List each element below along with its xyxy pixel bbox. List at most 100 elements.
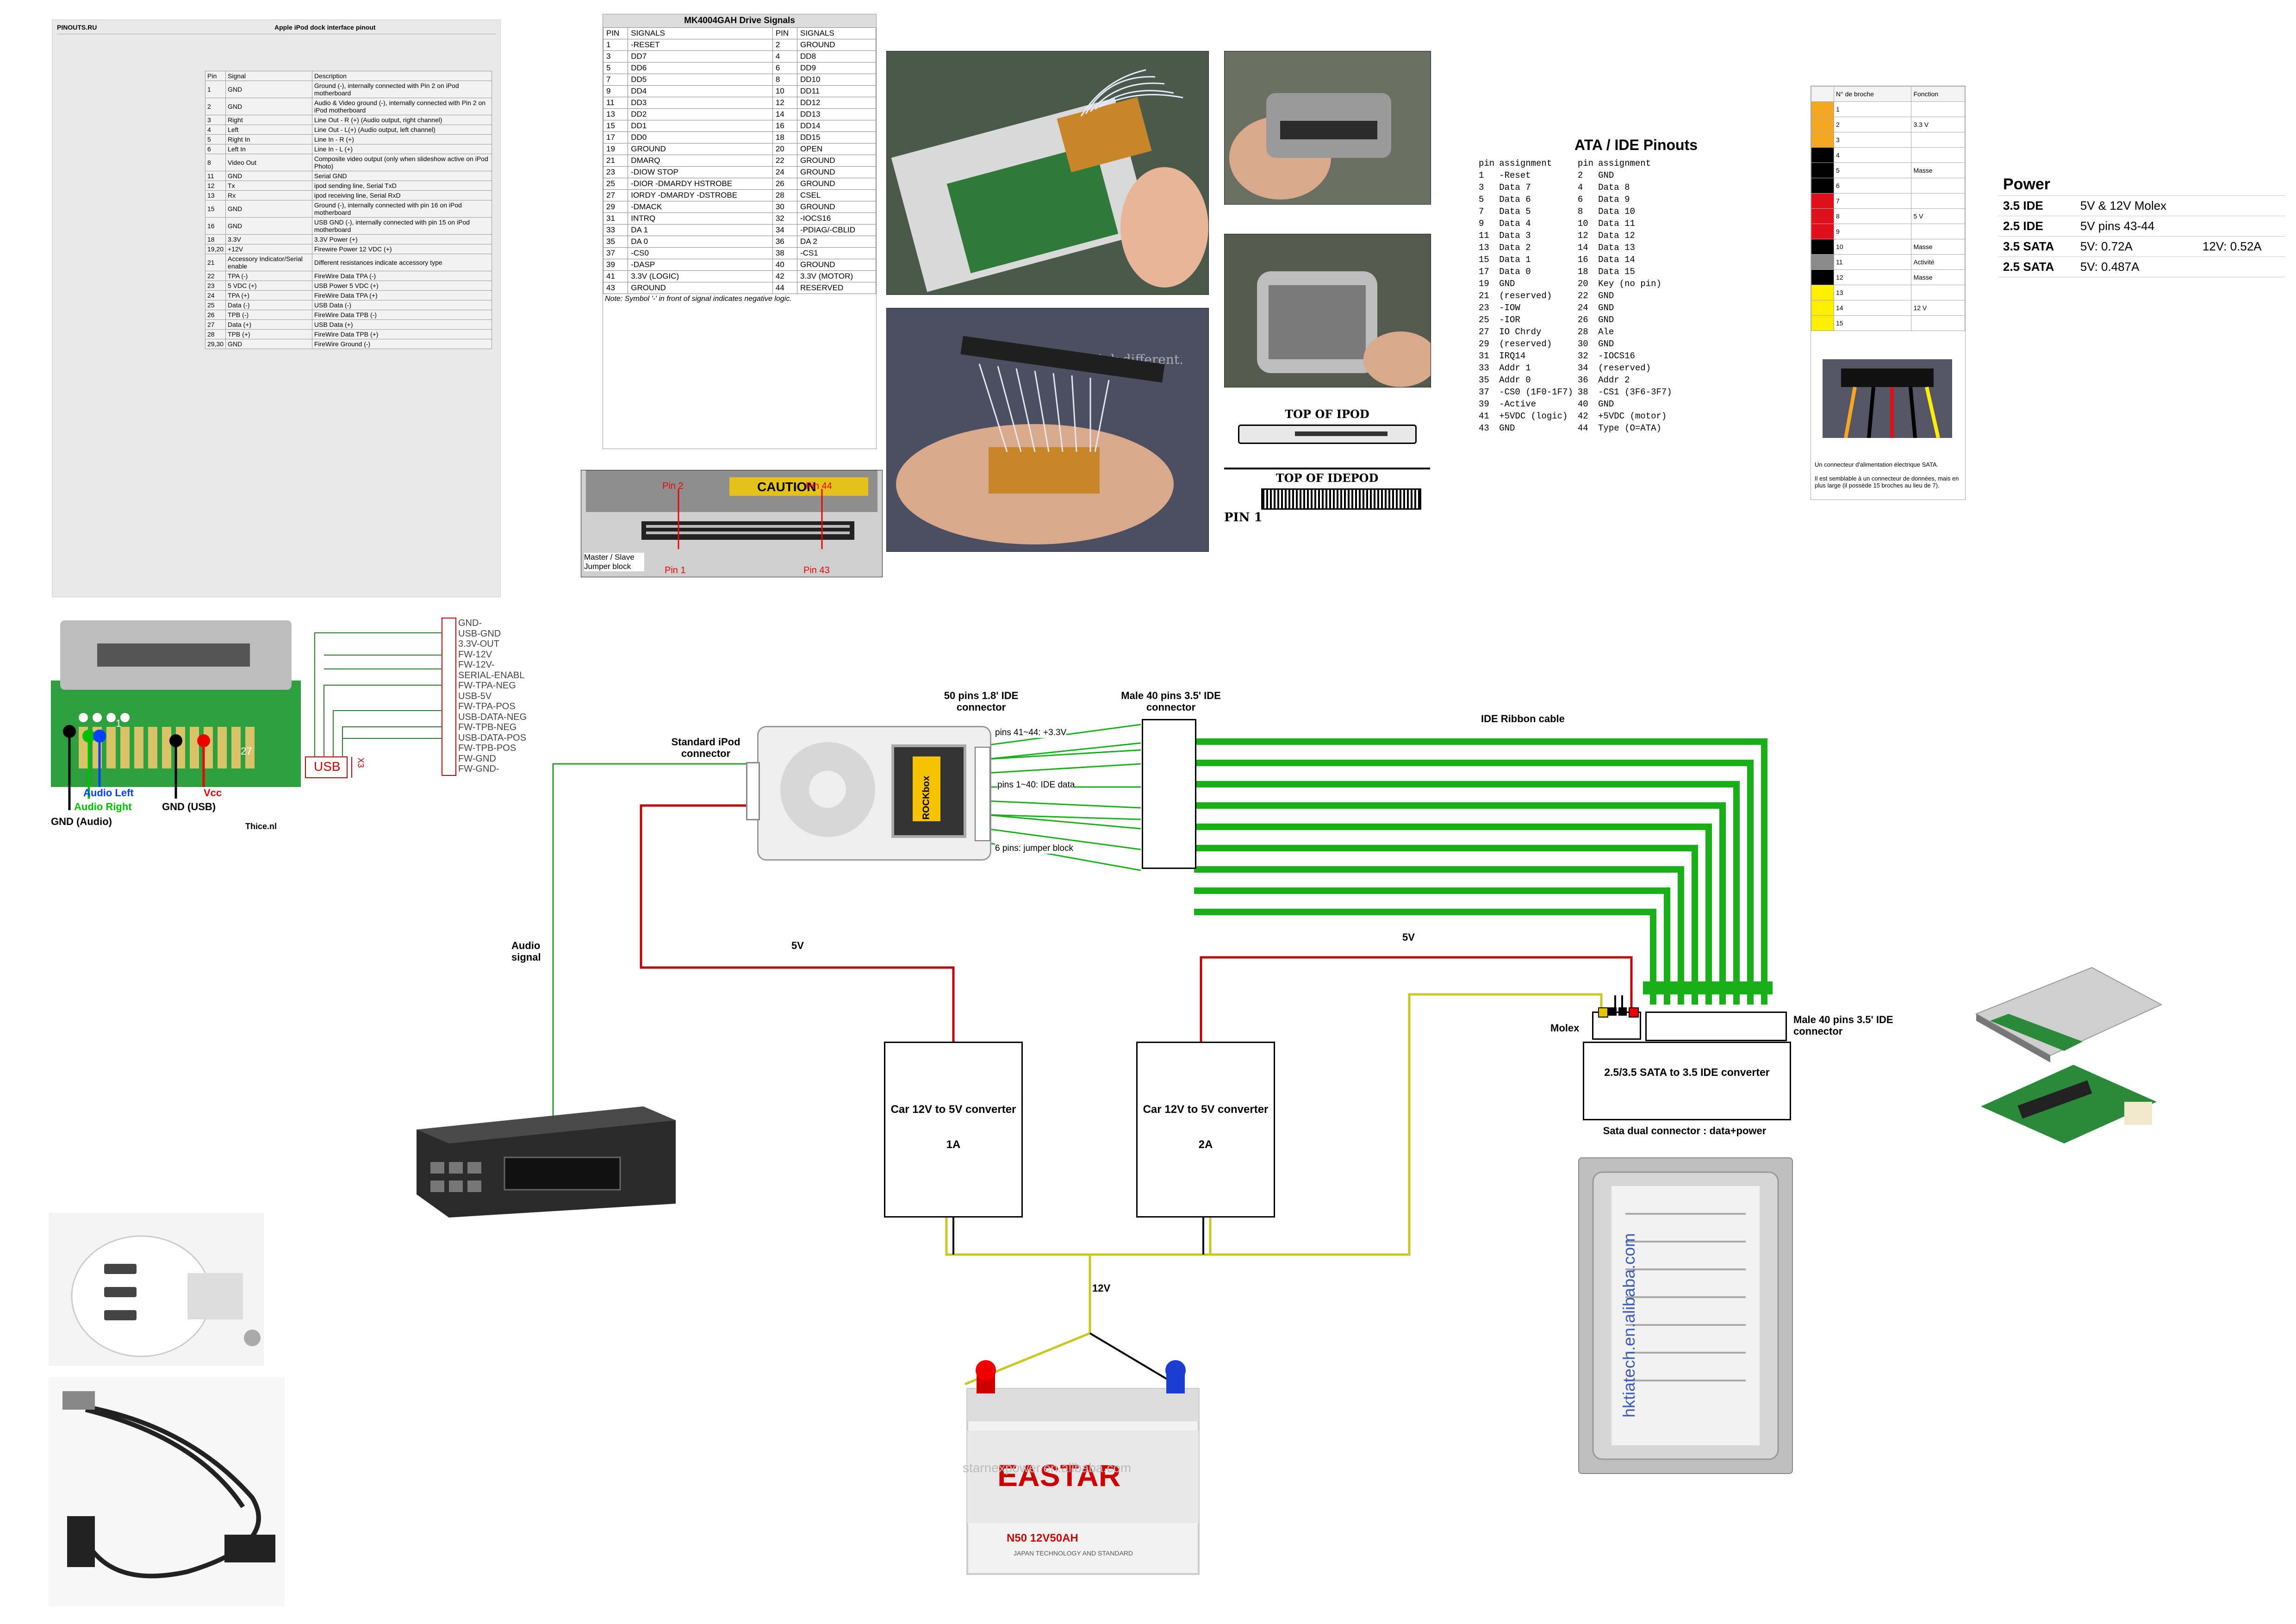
- audio-right-label: Audio Right: [74, 801, 132, 812]
- power-title: Power: [1998, 174, 2285, 196]
- ipod-bottom-photo: [1224, 234, 1431, 387]
- sata-connector-photo: [1823, 359, 1952, 438]
- ata-cell: 41: [1479, 411, 1489, 421]
- pin-table-cell: Right In: [225, 134, 312, 144]
- 5v-left-label: 5V: [791, 940, 804, 951]
- ata-row: 31 IRQ14 32 -IOCS16: [1479, 350, 1677, 362]
- ide-sata-adapter-board-photo: [1972, 1051, 2166, 1153]
- pin-table-cell: 16: [205, 217, 226, 235]
- ata-cell: 12: [1577, 231, 1588, 241]
- schematic-pin-label: FW-GND-: [458, 764, 499, 774]
- ata-cell: IRQ14: [1499, 351, 1526, 361]
- mk-table-cell: CSEL: [797, 189, 876, 201]
- jumper6-label: 6 pins: jumper block: [995, 843, 1073, 854]
- power-cell: 3.5 IDE: [1998, 196, 2076, 216]
- pin-table-cell: Left In: [225, 144, 312, 154]
- top-of-ipod-drawing: TOP OF IPOD: [1224, 407, 1430, 458]
- pin-table-cell: 5: [205, 134, 226, 144]
- mk-table-cell: 6: [772, 62, 798, 74]
- battery-watermark: starnexpower.en.alibaba.com: [963, 1461, 1131, 1475]
- ata-cell: 43: [1479, 423, 1489, 433]
- ata-cell: 31: [1479, 351, 1489, 361]
- mk-table-cell: 8: [772, 74, 798, 86]
- sata-pin-function: [1911, 101, 1965, 117]
- ata-cell: Addr 2: [1598, 375, 1630, 385]
- ata-cell: Data 3: [1499, 231, 1531, 241]
- ata-cell: GND: [1598, 303, 1614, 313]
- mk-table-cell: RESERVED: [797, 282, 876, 294]
- ata-cell: Data 14: [1598, 255, 1635, 265]
- mk-table-cell: 3.3V (LOGIC): [628, 270, 773, 282]
- mk-table-cell: 4: [772, 50, 798, 62]
- sata-pin-function: 3.3 V: [1911, 117, 1965, 132]
- ata-cell: 10: [1577, 219, 1588, 229]
- mk-table-cell: 40: [772, 259, 798, 271]
- power-cell: [2197, 196, 2285, 216]
- sata-caption-2: Il est semblable à un connecteur de donn…: [1815, 475, 1959, 489]
- ata-cell: Data 12: [1598, 231, 1635, 241]
- sata-pin-function: [1911, 315, 1965, 331]
- ata-cell: 39: [1479, 399, 1489, 409]
- sata-pin-number: 4: [1833, 147, 1912, 163]
- dock-breakout-board-photo: 1 27 Audio Left Audio Right GND (Audio) …: [46, 616, 305, 838]
- pin-table-cell: 19,20: [205, 244, 226, 254]
- ata-cell: 40: [1577, 399, 1588, 409]
- power-cell: 12V: 0.52A: [2197, 236, 2285, 257]
- mk-table-cell: DD12: [797, 97, 876, 109]
- ipod-device: ROCKbox: [746, 726, 991, 861]
- sata-pin-number: 10: [1833, 239, 1912, 255]
- wiring-photo-drawing: [891, 69, 1208, 292]
- ata-cell: 33: [1479, 363, 1489, 373]
- ata-cell: Addr 1: [1499, 363, 1531, 373]
- molex-label: Molex: [1550, 1022, 1580, 1034]
- male-40-pin-connector-top: [1142, 719, 1196, 869]
- mk-table-cell: 20: [772, 143, 798, 155]
- ata-cell: 34: [1577, 363, 1588, 373]
- sata-pin-function: [1911, 285, 1965, 300]
- ata-cell: 44: [1577, 423, 1588, 433]
- sata-pin-color-swatch: [1811, 300, 1834, 316]
- pinouts-site[interactable]: PINOUTS.RU: [57, 24, 97, 31]
- ide-ribbon-label: IDE Ribbon cable: [1481, 713, 1565, 725]
- pin-table-cell: GND: [225, 98, 312, 115]
- mk-table-cell: DA 2: [797, 236, 876, 248]
- ata-cell: Data 11: [1598, 219, 1635, 229]
- pin1-label: PIN 1: [1224, 511, 1263, 525]
- pin-table-cell: 5 VDC (+): [225, 281, 312, 291]
- ata-cell: 14: [1577, 243, 1588, 253]
- sata-table-row: 6: [1811, 178, 1965, 194]
- board-pin27-label: 27: [241, 745, 252, 757]
- male40-top-label: Male 40 pins 3.5' IDE connector: [1121, 690, 1221, 713]
- pinouts-doc-panel: PINOUTS.RU Apple iPod dock interface pin…: [52, 19, 501, 597]
- ata-cell: 7: [1479, 206, 1484, 217]
- mk-table-cell: OPEN: [797, 143, 876, 155]
- ata-cell: -IOCS16: [1598, 351, 1635, 361]
- mk-table-cell: -DMACK: [628, 201, 773, 213]
- mk-table-cell: 16: [772, 120, 798, 132]
- ata-cell: Data 0: [1499, 267, 1531, 277]
- ata-cell: GND: [1598, 291, 1614, 301]
- ata-cell: -IOR: [1499, 315, 1520, 325]
- pin-table-cell: 2: [205, 98, 226, 115]
- mk-table-cell: GROUND: [628, 282, 773, 294]
- pin-table-cell: 18: [205, 234, 226, 244]
- ata-cell: 32: [1577, 351, 1588, 361]
